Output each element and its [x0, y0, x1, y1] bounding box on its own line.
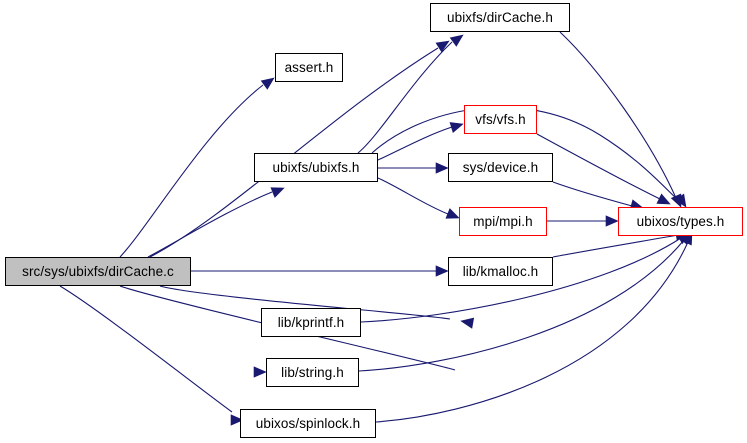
node-kmalloc[interactable]: lib/kmalloc.h: [448, 257, 553, 286]
node-dircache[interactable]: ubixfs/dirCache.h: [430, 3, 570, 32]
node-label-dircache: ubixfs/dirCache.h: [446, 9, 553, 25]
edge-kprintf-types: [360, 237, 682, 323]
edge-root-dircache-arrowhead: [435, 40, 450, 53]
edge-root-assert: [119, 84, 264, 258]
node-spinlock[interactable]: ubixos/spinlock.h: [240, 409, 376, 438]
edge-dircache-types-arrowhead: [670, 193, 682, 208]
edge-ubixfs-vfs: [377, 126, 453, 161]
node-label-device: sys/device.h: [462, 159, 539, 175]
edge-kmalloc-types: [552, 234, 679, 258]
node-label-spinlock: ubixos/spinlock.h: [255, 415, 361, 431]
node-label-kprintf: lib/kprintf.h: [277, 314, 345, 330]
node-label-vfs: vfs/vfs.h: [475, 111, 526, 127]
edge-root-kmalloc-arrowhead: [435, 265, 449, 277]
node-label-ubixfs: ubixfs/ubixfs.h: [272, 159, 360, 175]
edge-root-spinlock-arrowhead: [230, 414, 244, 426]
edge-ubixfs-mpi: [377, 177, 449, 215]
node-label-types: ubixos/types.h: [636, 213, 725, 229]
edge-dircache-types: [559, 31, 677, 199]
edge-root-spinlock: [59, 285, 233, 413]
edge-vfs-types-arrowhead: [656, 193, 671, 205]
node-label-mpi: mpi/mpi.h: [473, 213, 533, 229]
node-label-assert: assert.h: [284, 59, 334, 75]
node-kprintf[interactable]: lib/kprintf.h: [261, 308, 361, 337]
node-vfs[interactable]: vfs/vfs.h: [464, 105, 537, 134]
node-mpi[interactable]: mpi/mpi.h: [459, 207, 547, 236]
node-assert[interactable]: assert.h: [275, 53, 343, 82]
edge-device-types: [552, 181, 633, 207]
edge-root-kprintf-arrowhead: [460, 317, 475, 329]
edge-mpi-types-arrowhead: [605, 215, 619, 227]
edge-vfs-types: [536, 133, 661, 200]
edge-ubixfs-mpi-arrowhead: [445, 208, 460, 219]
node-ubixfs[interactable]: ubixfs/ubixfs.h: [254, 153, 378, 182]
edge-ubixfs-dircache: [357, 41, 453, 154]
edge-root-ubixfs-arrowhead: [270, 187, 285, 198]
edge-root-ubixfs: [147, 191, 273, 258]
node-device[interactable]: sys/device.h: [448, 153, 553, 182]
edge-root-string-arrowhead: [253, 366, 267, 378]
edges-group: [59, 31, 693, 426]
edge-ubixfs-device-arrowhead: [435, 162, 449, 174]
node-types[interactable]: ubixos/types.h: [618, 207, 743, 236]
edge-ubixfs-types: [371, 106, 679, 201]
edge-root-kprintf: [159, 285, 451, 320]
edge-ubixfs-dircache-arrowhead: [449, 34, 464, 47]
node-root[interactable]: src/sys/ubixfs/dirCache.c: [5, 257, 191, 286]
node-label-root: src/sys/ubixfs/dirCache.c: [22, 263, 174, 279]
node-string[interactable]: lib/string.h: [266, 358, 359, 387]
node-label-string: lib/string.h: [281, 364, 344, 380]
node-label-kmalloc: lib/kmalloc.h: [462, 263, 539, 279]
edge-root-assert-arrowhead: [260, 77, 275, 90]
edge-string-types: [358, 239, 685, 372]
edge-spinlock-types: [375, 241, 689, 423]
edge-ubixfs-vfs-arrowhead: [449, 122, 464, 134]
